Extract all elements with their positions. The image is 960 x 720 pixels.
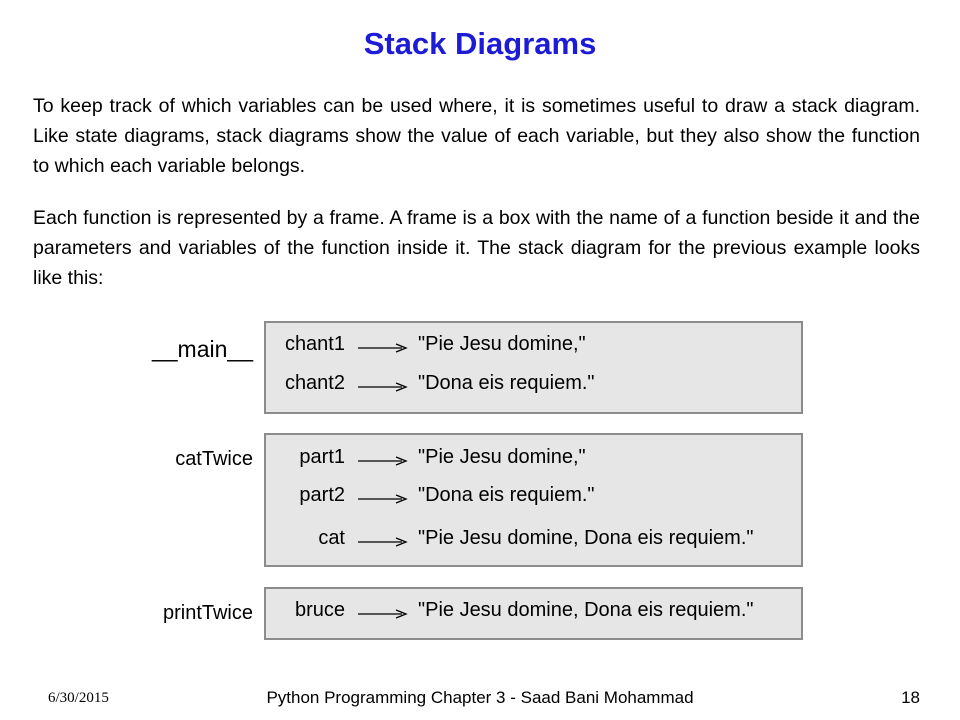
variable-name: cat [318, 527, 345, 549]
variable-value: "Pie Jesu domine, Dona eis requiem." [418, 527, 754, 549]
frame-label-cattwice: catTwice [175, 448, 253, 470]
frame-main: chant1 "Pie Jesu domine," chant2 "Dona e… [264, 321, 803, 414]
frame-paragraph: Each function is represented by a frame.… [33, 207, 920, 289]
page-number: 18 [901, 688, 920, 707]
arrow-icon [358, 537, 408, 547]
variable-row: chant1 "Pie Jesu domine," [266, 333, 801, 363]
variable-value: "Pie Jesu domine, Dona eis requiem." [418, 599, 754, 621]
arrow-icon [358, 609, 408, 619]
variable-row: part2 "Dona eis requiem." [266, 484, 801, 514]
arrow-icon [358, 456, 408, 466]
arrow-icon [358, 343, 408, 353]
arrow-icon [358, 494, 408, 504]
footer-title: Python Programming Chapter 3 - Saad Bani… [266, 688, 694, 707]
frame-label-main: __main__ [151, 336, 253, 362]
arrow-icon [358, 382, 408, 392]
footer-date: 6/30/2015 [48, 690, 109, 706]
variable-row: part1 "Pie Jesu domine," [266, 446, 801, 476]
variable-name: part2 [299, 484, 345, 506]
variable-value: "Pie Jesu domine," [418, 446, 586, 468]
slide-title: Stack Diagrams [363, 26, 597, 61]
variable-row: bruce "Pie Jesu domine, Dona eis requiem… [266, 599, 801, 629]
frame-printtwice: bruce "Pie Jesu domine, Dona eis requiem… [264, 587, 803, 640]
intro-paragraph: To keep track of which variables can be … [33, 95, 920, 177]
variable-row: chant2 "Dona eis requiem." [266, 372, 801, 402]
variable-name: part1 [299, 446, 345, 468]
variable-name: chant1 [284, 333, 345, 355]
variable-name: bruce [294, 599, 345, 621]
variable-row: cat "Pie Jesu domine, Dona eis requiem." [266, 527, 801, 557]
frame-label-printtwice: printTwice [162, 602, 253, 624]
variable-value: "Dona eis requiem." [418, 372, 595, 394]
variable-name: chant2 [284, 372, 345, 394]
variable-value: "Dona eis requiem." [418, 484, 595, 506]
frame-cattwice: part1 "Pie Jesu domine," part2 "Dona eis… [264, 433, 803, 567]
variable-value: "Pie Jesu domine," [418, 333, 586, 355]
